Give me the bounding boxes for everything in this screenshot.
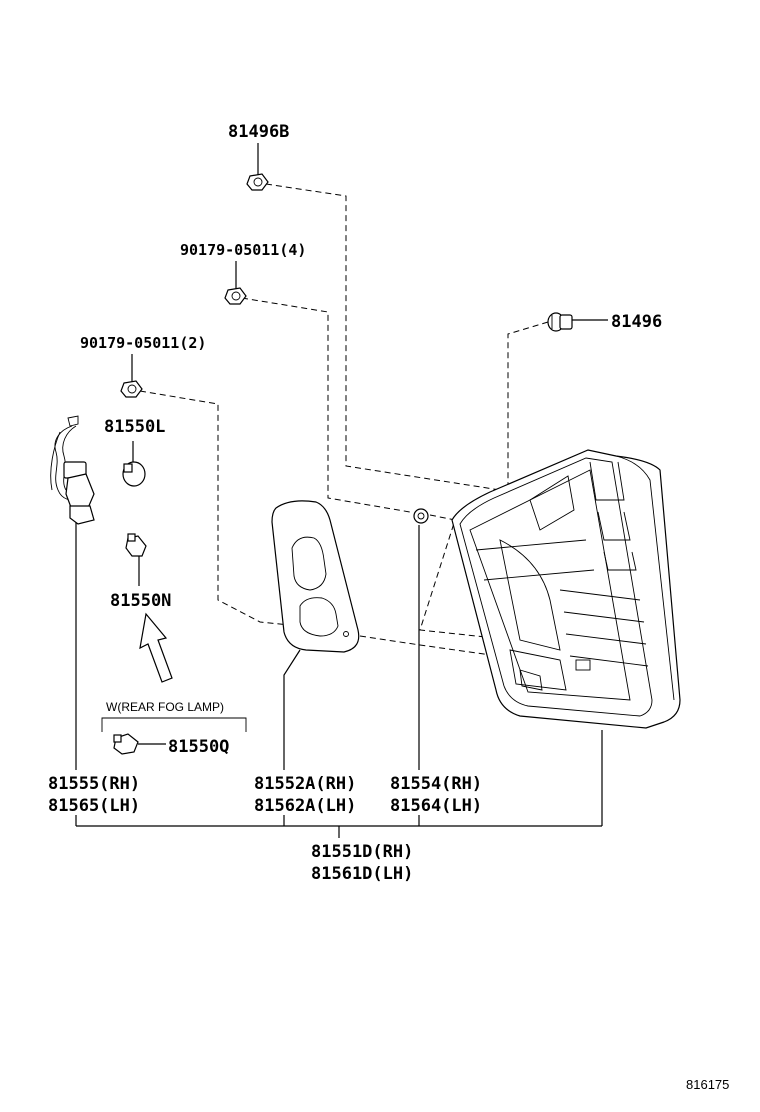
label-81552a-rh: 81552A(RH)	[254, 774, 356, 794]
nut-4-icon	[224, 287, 247, 305]
label-81564-lh: 81564(LH)	[390, 796, 482, 816]
label-81565-lh: 81565(LH)	[48, 796, 140, 816]
socket-wire-81555-icon	[50, 415, 95, 525]
insert-direction-arrow-icon	[139, 612, 173, 683]
tail-lamp-assembly-icon	[451, 449, 681, 729]
clip-81496-icon	[547, 312, 573, 332]
label-90179-05011-2: 90179-05011(2)	[80, 334, 206, 352]
clip-81496b-icon	[246, 173, 269, 191]
bulb-81550q-icon	[113, 733, 139, 755]
assembly-dashed-lines	[139, 183, 549, 657]
lens-nut-icon	[413, 508, 429, 524]
label-81550n: 81550N	[110, 591, 171, 611]
label-81561d-lh: 81561D(LH)	[311, 864, 413, 884]
label-rear-fog-note: W(REAR FOG LAMP)	[106, 700, 224, 714]
bulb-81550l-icon	[122, 461, 146, 487]
label-81555-rh: 81555(RH)	[48, 774, 140, 794]
label-81551d-rh: 81551D(RH)	[311, 842, 413, 862]
label-90179-05011-4: 90179-05011(4)	[180, 241, 306, 259]
label-81550q: 81550Q	[168, 737, 229, 757]
bulb-81550n-icon	[125, 533, 147, 557]
label-81496b: 81496B	[228, 122, 289, 142]
label-81496: 81496	[611, 312, 662, 332]
label-81554-rh: 81554(RH)	[390, 774, 482, 794]
diagram-reference-number: 816175	[686, 1077, 729, 1092]
nut-2-icon	[120, 380, 143, 398]
gasket-81552a-icon	[271, 500, 360, 653]
label-81550l: 81550L	[104, 417, 165, 437]
leader-lines	[75, 143, 608, 838]
label-81562a-lh: 81562A(LH)	[254, 796, 356, 816]
